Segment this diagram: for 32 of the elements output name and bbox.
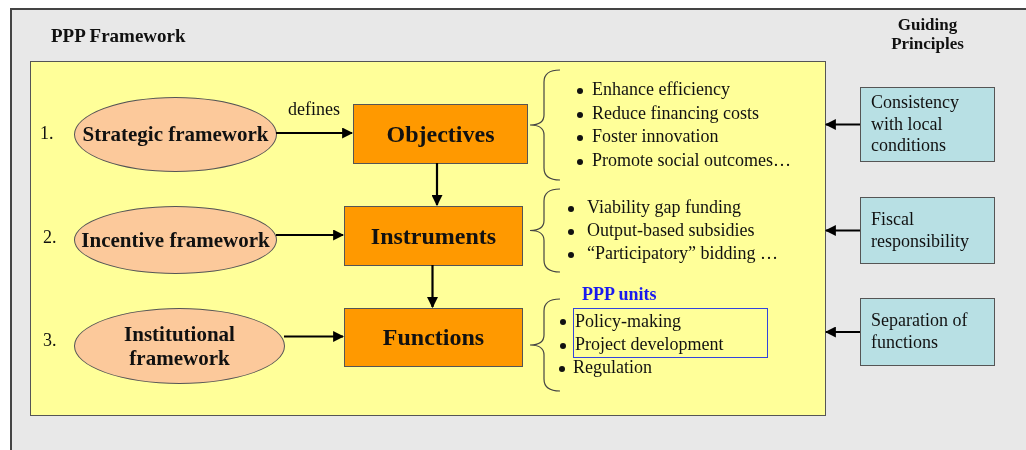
node-text: Objectives xyxy=(386,120,495,148)
node-text: Policy-making xyxy=(574,309,681,333)
principle-box xyxy=(860,87,995,162)
node-text: Project development xyxy=(574,333,724,356)
column-heading: Guiding Principles xyxy=(890,16,965,54)
component-box xyxy=(344,206,523,266)
list-item: Reduce financing costs xyxy=(592,104,759,124)
node-text: Institutional framework xyxy=(123,321,236,371)
node-text: Functions xyxy=(382,324,485,351)
list-item: “Participatory” bidding … xyxy=(587,244,778,264)
list-item: Viability gap funding xyxy=(587,198,741,218)
heading: PPP Framework xyxy=(51,26,186,47)
node-text: Strategic framework xyxy=(82,122,269,147)
node-text: Fiscal responsibility xyxy=(871,208,970,253)
heading: PPP units xyxy=(582,285,657,305)
step-number: 1. xyxy=(40,124,54,144)
component-box xyxy=(353,104,528,164)
list-item: Regulation xyxy=(573,358,652,378)
node-text: Separation of functions xyxy=(871,310,969,354)
list-item: Output-based subsidies xyxy=(587,221,755,241)
list-item: Enhance efficiency xyxy=(592,80,731,100)
principle-box xyxy=(860,298,995,366)
step-number: 2. xyxy=(43,228,57,248)
principle-box xyxy=(860,197,995,264)
edge-label: defines xyxy=(287,100,341,120)
node-text: Incentive framework xyxy=(81,227,270,253)
component-box xyxy=(344,308,523,367)
list-item: Foster innovation xyxy=(592,127,719,147)
step-number: 3. xyxy=(43,331,57,351)
node-text: Consistency with local conditions xyxy=(871,92,960,157)
node-text: Instruments xyxy=(370,222,497,250)
list-item: Promote social outcomes… xyxy=(592,151,791,171)
